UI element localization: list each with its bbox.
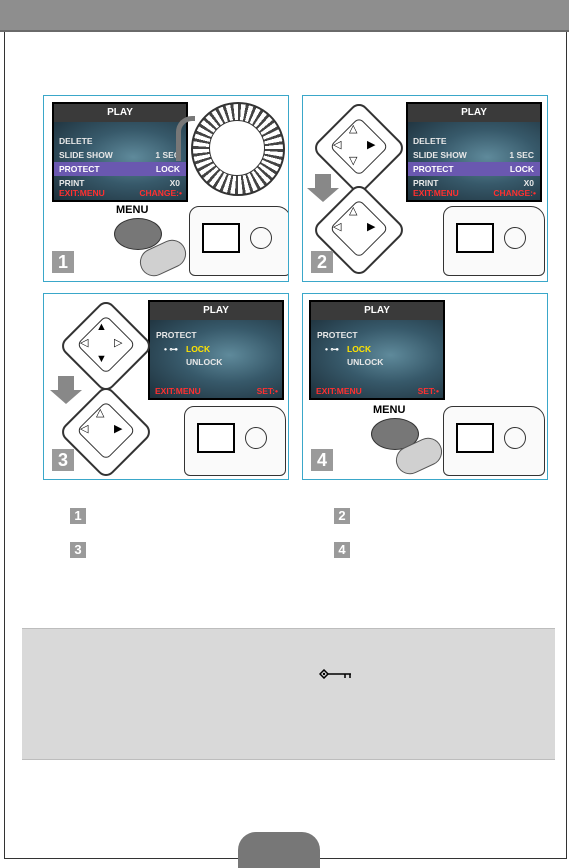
step-number-1: 1 — [52, 251, 74, 273]
step-number-2: 2 — [311, 251, 333, 273]
down-direction-arrow-icon — [50, 376, 82, 404]
menu-row-delete: DELETE — [59, 136, 93, 146]
right-arrow-icon: ▶ — [114, 423, 123, 435]
rotate-arrow-icon — [176, 116, 195, 161]
lcd-title: PLAY — [311, 302, 443, 320]
note-box — [22, 628, 555, 760]
down-direction-arrow-icon — [307, 174, 339, 202]
key-icon: • ⊶ — [164, 344, 178, 354]
left-arrow-icon: ◁ — [80, 423, 89, 435]
down-arrow-icon: ▼ — [96, 353, 107, 365]
protect-heading: PROTECT — [156, 330, 197, 340]
left-arrow-icon: ◁ — [80, 337, 89, 349]
menu-button[interactable] — [114, 218, 162, 250]
legend-step-2: 2 — [334, 508, 350, 524]
up-arrow-icon: △ — [349, 123, 358, 135]
right-arrow-icon: ▶ — [367, 139, 376, 151]
camera-back-illustration — [443, 406, 545, 476]
option-unlock: UNLOCK — [347, 357, 384, 367]
legend-step-4: 4 — [334, 542, 350, 558]
left-arrow-icon: ◁ — [333, 139, 342, 151]
mode-dial — [191, 102, 285, 196]
left-arrow-icon: ◁ — [333, 221, 342, 233]
key-icon: • ⊶ — [325, 344, 339, 354]
lcd-title: PLAY — [150, 302, 282, 320]
page-number-tab — [238, 832, 320, 868]
camera-back-illustration — [443, 206, 545, 276]
right-arrow-icon: ▶ — [367, 221, 376, 233]
legend-step-3: 3 — [70, 542, 86, 558]
lcd-title: PLAY — [408, 104, 540, 122]
up-arrow-icon: △ — [96, 407, 105, 419]
menu-label: MENU — [116, 204, 149, 216]
legend-step-1: 1 — [70, 508, 86, 524]
down-arrow-icon: ▽ — [349, 155, 358, 167]
up-arrow-icon: ▲ — [96, 321, 107, 333]
camera-back-illustration — [184, 406, 286, 476]
lock-key-icon — [319, 669, 351, 679]
menu-row-delete: DELETE — [413, 136, 447, 146]
step-number-3: 3 — [52, 449, 74, 471]
camera-back-illustration — [189, 206, 288, 276]
menu-label: MENU — [373, 404, 406, 416]
option-unlock: UNLOCK — [186, 357, 223, 367]
option-lock: LOCK — [186, 344, 211, 354]
right-arrow-icon: ▷ — [114, 337, 123, 349]
step-number-4: 4 — [311, 449, 333, 471]
protect-heading: PROTECT — [317, 330, 358, 340]
header-bar — [0, 0, 569, 32]
lcd-title: PLAY — [54, 104, 186, 122]
up-arrow-icon: △ — [349, 205, 358, 217]
option-lock: LOCK — [347, 344, 372, 354]
